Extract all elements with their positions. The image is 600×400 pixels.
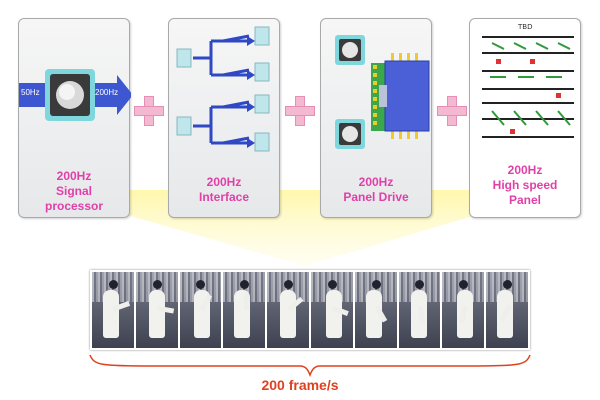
pitch-frame <box>135 272 178 348</box>
interface-name: Interface <box>198 190 250 204</box>
pitcher-figure <box>325 290 342 338</box>
signal-processor-rate: 200Hz <box>56 169 92 183</box>
pitcher-head <box>152 280 162 289</box>
plus-icon <box>285 96 315 126</box>
pitcher-head <box>459 280 469 289</box>
pitch-frame <box>398 272 441 348</box>
plus-icon <box>134 96 164 126</box>
pitch-frame <box>223 272 266 348</box>
pitch-frame <box>311 272 353 348</box>
panel-drive-rate: 200Hz <box>358 175 394 189</box>
signal-processor-name-2: processor <box>44 199 104 213</box>
interface-label: 200Hz Interface <box>169 175 279 205</box>
pitch-frame <box>179 272 222 348</box>
pitcher-arm <box>244 293 250 310</box>
pitcher-head <box>503 280 513 289</box>
high-speed-panel-label: 200Hz High speed Panel <box>470 163 580 208</box>
pitcher-head <box>196 280 206 289</box>
pitch-frame <box>267 272 309 348</box>
interface-tree-graphic <box>176 26 270 152</box>
signal-processor-stage: 50Hz 200Hz 200Hz Signal processor <box>18 18 131 218</box>
panel-drive-name: Panel Drive <box>343 190 409 204</box>
interface-stage: 200Hz Interface <box>168 18 280 218</box>
pitch-frame <box>442 272 485 348</box>
pitcher-head <box>240 280 250 289</box>
pitcher-figure <box>365 290 382 338</box>
pitch-frame <box>486 272 528 348</box>
pitcher-figure <box>280 290 297 338</box>
pitcher-figure <box>148 290 165 338</box>
frame-rate-caption: 200 frame/s <box>261 377 339 393</box>
pitcher-head <box>371 280 381 289</box>
high-speed-panel-name-2: Panel <box>508 193 541 207</box>
pitcher-head <box>108 280 118 289</box>
signal-processor-name-1: Signal <box>55 184 92 198</box>
output-rate-label: 200Hz <box>95 88 119 97</box>
high-speed-panel-name-1: High speed <box>492 178 558 192</box>
high-speed-panel-stage: TBD 200Hz High speed Panel <box>469 18 581 218</box>
panel-drive-label: 200Hz Panel Drive <box>321 175 431 205</box>
signal-processor-graphic <box>19 69 131 121</box>
pitcher-head <box>415 280 425 289</box>
pitcher-figure <box>102 290 119 338</box>
interface-rate: 200Hz <box>206 175 242 189</box>
high-speed-panel-rate: 200Hz <box>507 163 543 177</box>
panel-drive-graphic <box>335 35 430 149</box>
pitcher-head <box>284 280 294 289</box>
plus-icon <box>437 96 467 126</box>
pitch-frame <box>92 272 134 348</box>
pitch-filmstrip <box>90 270 530 350</box>
input-rate-label: 50Hz <box>21 88 40 97</box>
screen-caption: TBD <box>518 23 533 31</box>
signal-processor-label: 200Hz Signal processor <box>19 169 129 214</box>
pitch-frame <box>354 272 397 348</box>
panel-drive-stage: 200Hz Panel Drive <box>320 18 432 218</box>
panel-schematic-graphic <box>482 36 574 138</box>
pitcher-head <box>327 280 337 289</box>
